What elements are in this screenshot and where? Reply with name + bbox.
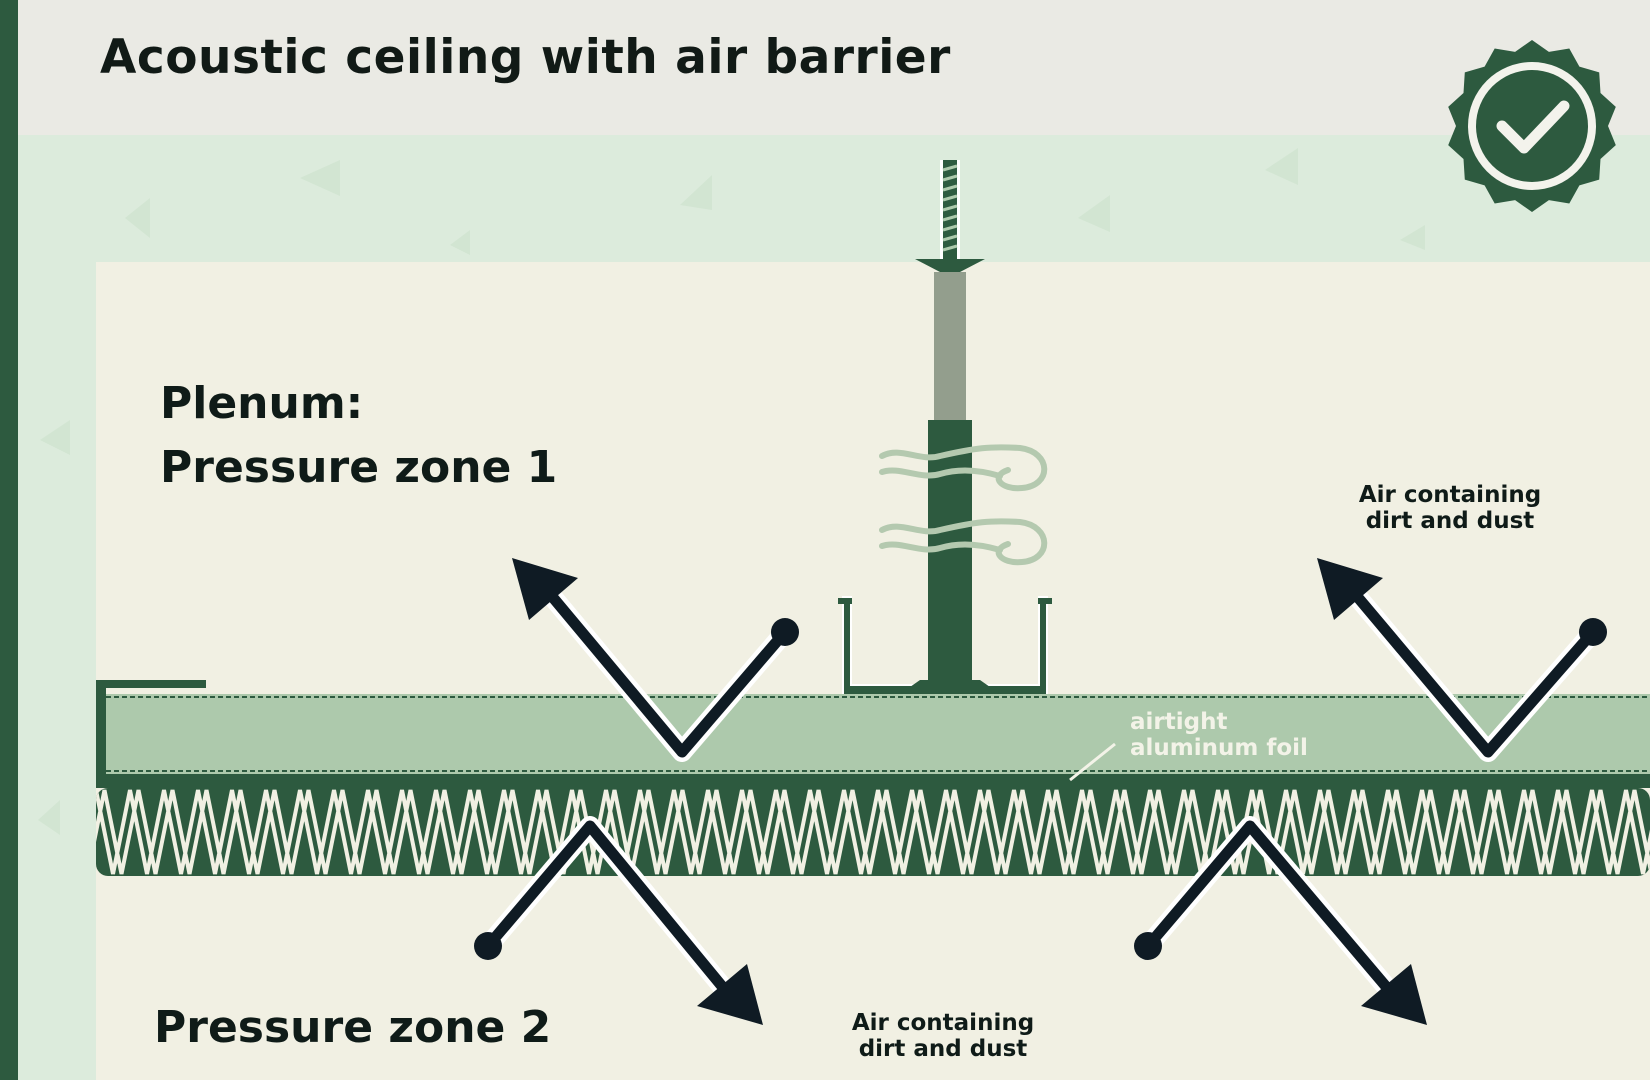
- air-label-top-line2: dirt and dust: [1365, 508, 1535, 534]
- air-label-bottom: Air containing dirt and dust: [833, 1010, 1053, 1062]
- arrow-up-left-2: [1344, 582, 1599, 758]
- foil-label-line1: airtight: [1130, 709, 1228, 735]
- rod-threads: [942, 164, 958, 252]
- header-band: [0, 0, 1650, 135]
- air-label-top-line1: Air containing: [1358, 482, 1542, 508]
- decorative-triangles: [38, 148, 1425, 835]
- arrow-tails-and-heads: [474, 558, 1607, 1025]
- airflow-arrows: [482, 582, 1599, 1002]
- hanger-body: [928, 420, 972, 685]
- arrow-down-right-1: [482, 820, 736, 1002]
- rod-nut: [915, 259, 985, 272]
- foil-label: airtight aluminum foil: [1130, 709, 1308, 761]
- air-label-bottom-line1: Air containing: [851, 1010, 1035, 1036]
- pressure-zone-2-label: Pressure zone 2: [154, 1002, 552, 1053]
- air-label-top: Air containing dirt and dust: [1340, 482, 1560, 534]
- left-accent-bar: [0, 0, 18, 1080]
- acoustic-panel: [106, 694, 1650, 774]
- checkmark-badge-icon: [1448, 40, 1616, 212]
- plenum-label: Plenum: Pressure zone 1: [160, 372, 557, 500]
- plenum-label-line1: Plenum:: [160, 378, 364, 429]
- arrow-down-right-2: [1142, 820, 1400, 1002]
- panel-edge-trim: [96, 680, 206, 688]
- plenum-label-line2: Pressure zone 1: [160, 442, 558, 493]
- air-label-bottom-line2: dirt and dust: [858, 1036, 1028, 1062]
- grid-profile: [838, 598, 1052, 694]
- cream-panel: [96, 262, 1650, 1080]
- panel-edge-side: [96, 680, 106, 788]
- page-title: Acoustic ceiling with air barrier: [100, 30, 951, 85]
- aluminum-foil-layer: [96, 774, 1650, 788]
- foil-pointer-line: [1069, 742, 1116, 782]
- spring-clip: [879, 444, 1048, 566]
- foil-label-line2: aluminum foil: [1130, 735, 1308, 761]
- hanger-wire: [934, 272, 966, 422]
- insulation-layer: [96, 788, 1650, 876]
- threaded-rod: [943, 160, 957, 260]
- arrow-up-left-1: [539, 582, 791, 758]
